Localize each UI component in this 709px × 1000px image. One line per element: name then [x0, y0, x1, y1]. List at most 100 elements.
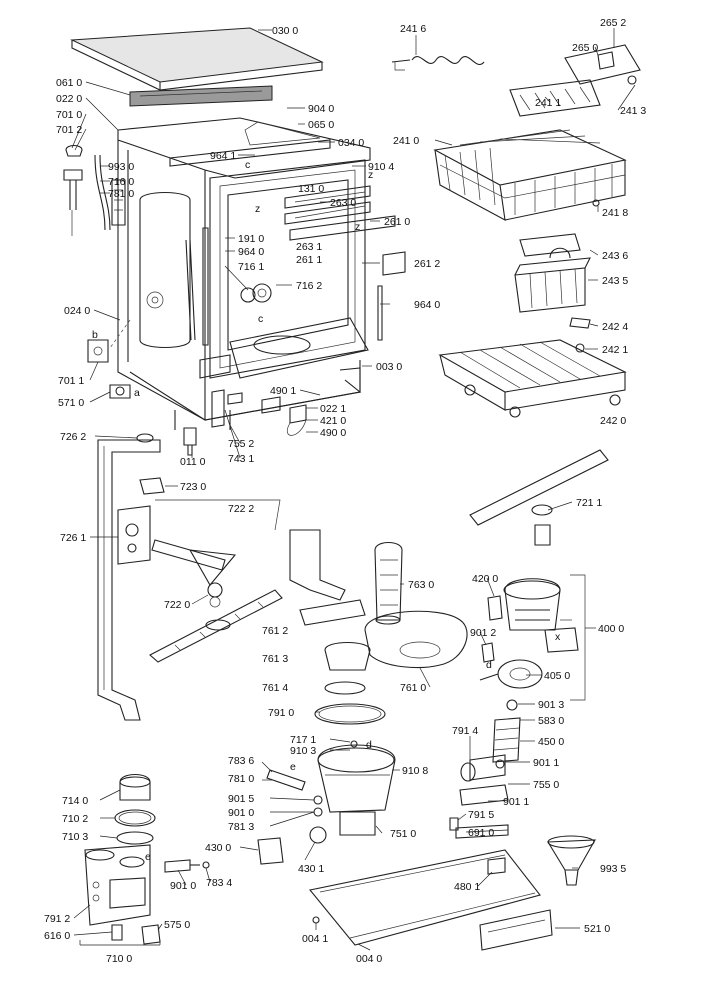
label-7612: 761 2	[262, 625, 288, 637]
sump-body-7510	[317, 744, 396, 836]
upper-basket-2410	[433, 129, 627, 222]
label-2610: 261 0	[384, 216, 410, 228]
hose-5830	[492, 717, 521, 763]
label-7012: 701 2	[56, 124, 82, 136]
label-7261: 726 1	[60, 532, 86, 544]
label-7230: 723 0	[180, 481, 206, 493]
pressure-switch-4801	[487, 857, 506, 875]
worktop-top-panel	[70, 27, 324, 91]
label-9930: 993 0	[108, 161, 134, 173]
filter-base-7613	[324, 642, 371, 671]
cable-bracket	[570, 574, 586, 701]
label-2418: 241 8	[602, 207, 628, 219]
part-4300-4301	[257, 826, 327, 865]
letter-a: a	[134, 387, 140, 399]
label-7171: 717 1	[290, 734, 316, 746]
label-5750: 575 0	[164, 919, 190, 931]
valve-5710	[109, 384, 131, 399]
label-4801: 480 1	[454, 881, 480, 893]
label-9011a: 901 1	[533, 757, 559, 769]
ring-7102	[114, 809, 156, 827]
label-6160: 616 0	[44, 930, 70, 942]
label-7912: 791 2	[44, 913, 70, 925]
label-2630: 263 0	[330, 197, 356, 209]
nipple-9015-9010	[313, 795, 323, 817]
label-2436: 243 6	[602, 250, 628, 262]
label-0040: 004 0	[356, 953, 382, 965]
letter-x: x	[555, 631, 561, 643]
label-2611: 261 1	[296, 254, 322, 266]
label-9641: 964 1	[210, 150, 236, 162]
pump-volute-4050	[479, 659, 543, 689]
gasket-7103	[116, 831, 154, 845]
door-frame-strip	[169, 121, 331, 167]
clip-9011	[495, 759, 505, 769]
label-0041: 004 1	[302, 933, 328, 945]
label-2411: 241 1	[535, 97, 561, 109]
screw-0041	[312, 916, 320, 924]
stop-2418	[592, 199, 600, 207]
letter-e: e	[290, 761, 296, 773]
label-7614: 761 4	[262, 682, 288, 694]
hose-clamp-7914	[460, 762, 476, 782]
base-plate-0040	[308, 849, 541, 946]
label-7220: 722 0	[164, 599, 190, 611]
label-0300: 030 0	[272, 25, 298, 37]
label-4500: 450 0	[538, 736, 564, 748]
connector-7230	[139, 477, 165, 495]
foot-0110	[183, 427, 197, 456]
label-0030: 003 0	[376, 361, 402, 373]
sensor-7915-6910	[449, 817, 509, 839]
part-7552-7431	[211, 389, 243, 428]
label-4000: 400 0	[598, 623, 624, 635]
letter-d: d	[486, 659, 492, 671]
label-2652: 265 2	[600, 17, 626, 29]
label-7610: 761 0	[400, 682, 426, 694]
label-7211: 721 1	[576, 497, 602, 509]
cap-7140	[119, 773, 151, 801]
front-insulation-strip	[129, 85, 273, 107]
label-9010a: 901 0	[228, 807, 254, 819]
label-2421: 242 1	[602, 344, 628, 356]
letter-z: z	[355, 221, 360, 233]
label-7011: 701 1	[58, 375, 84, 387]
label-9040: 904 0	[308, 103, 334, 115]
label-4050: 405 0	[544, 670, 570, 682]
label-2410: 241 0	[393, 135, 419, 147]
label-0610: 061 0	[56, 77, 82, 89]
label-7550: 755 0	[533, 779, 559, 791]
reference-letters: c c b a z z z d d x e e	[92, 159, 561, 863]
letter-e: e	[145, 851, 151, 863]
part-6160	[111, 924, 123, 941]
pipe-top-7262	[136, 433, 154, 443]
label-9015: 901 5	[228, 793, 254, 805]
upper-spray-arm-7211	[469, 449, 609, 546]
label-9640b: 964 0	[414, 299, 440, 311]
label-7140: 714 0	[62, 795, 88, 807]
label-9013: 901 3	[538, 699, 564, 711]
funnel-9935	[547, 835, 596, 886]
label-7910: 791 0	[268, 707, 294, 719]
label-7813: 781 3	[228, 821, 254, 833]
label-7100: 710 0	[106, 953, 132, 965]
cup-shelf-2411	[509, 79, 601, 117]
label-2420: 242 0	[600, 415, 626, 427]
label-2631: 263 1	[296, 241, 322, 253]
label-7222: 722 2	[228, 503, 254, 515]
label-7613: 761 3	[262, 653, 288, 665]
softener-body-7100	[84, 844, 151, 926]
label-7915: 791 5	[468, 809, 494, 821]
label-4301: 430 1	[298, 863, 324, 875]
label-4210: 421 0	[320, 415, 346, 427]
label-0650: 065 0	[308, 119, 334, 131]
letter-z: z	[255, 203, 260, 215]
gasket-7614	[324, 681, 366, 695]
label-7836: 783 6	[228, 755, 254, 767]
heater-hose-4500	[469, 754, 506, 781]
label-9640a: 964 0	[238, 246, 264, 258]
pipe-center-7612	[289, 529, 346, 601]
label-2416: 241 6	[400, 23, 426, 35]
label-4901: 490 1	[270, 385, 296, 397]
letter-b: b	[92, 329, 98, 341]
